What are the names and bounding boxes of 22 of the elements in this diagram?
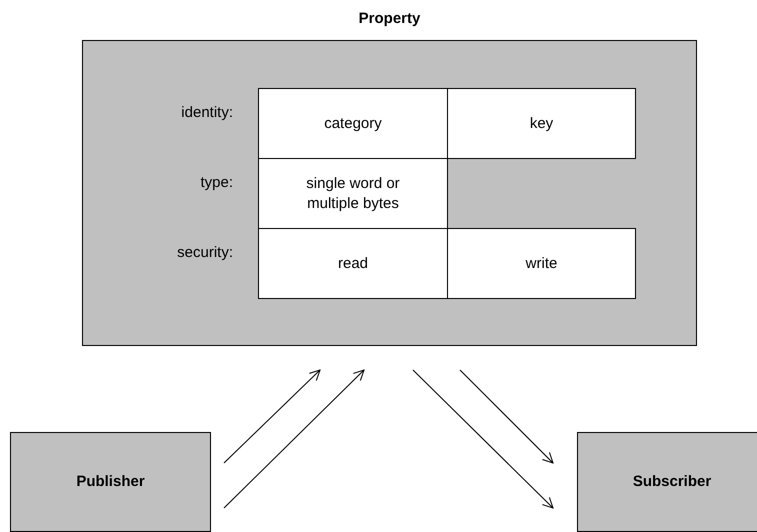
cell-text: read [338,254,368,274]
cell-text: single word or multiple bytes [305,174,401,213]
cell-text: category [324,114,382,134]
arrow [224,370,364,508]
cell-text: write [526,254,558,274]
row-label: identity: [180,104,233,121]
table-cell [258,228,448,299]
arrow [412,370,554,508]
arrow [460,370,554,464]
table-cell [258,158,448,229]
table-cell [258,88,448,159]
table-cell [447,228,636,299]
box-label: Publisher [76,472,145,492]
table-cell [447,88,636,159]
publisher-box [10,432,211,532]
arrow [224,370,320,464]
panel-title: Property [358,10,422,27]
cell-text: key [530,114,554,134]
row-label: security: [176,244,233,261]
subscriber-box [577,432,757,532]
box-label: Subscriber [632,472,712,492]
row-label: type: [199,174,233,191]
